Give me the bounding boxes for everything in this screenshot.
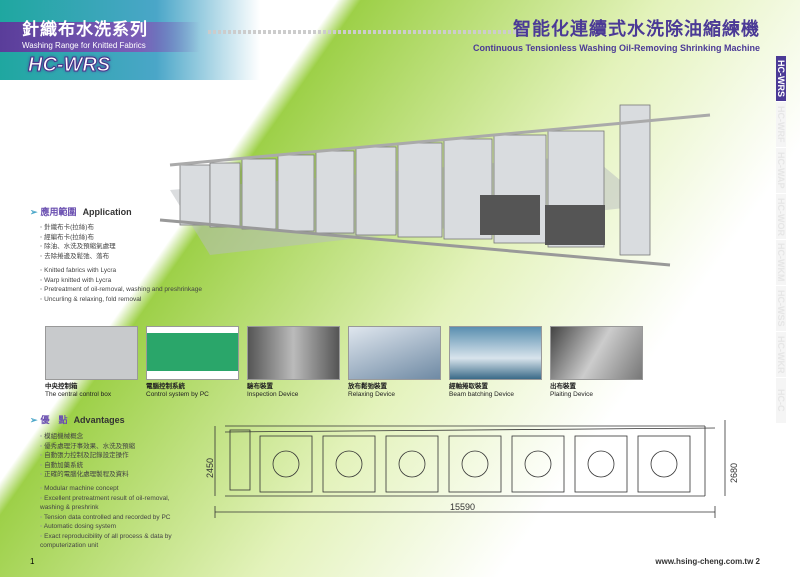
model-code: HC-WRS [27, 54, 111, 77]
list-item: Automatic dosing system [40, 522, 190, 532]
photo-caption-cn: 出布裝置 [550, 383, 576, 390]
list-item: Uncurling & relaxing, fold removal [40, 295, 202, 305]
side-tab[interactable]: HC-WSS [776, 286, 786, 332]
photo-caption-en: The central control box [45, 391, 112, 398]
dotted-divider [208, 30, 528, 34]
photo-image [45, 326, 138, 380]
page-number-left: 1 [30, 557, 35, 566]
photo-image [348, 326, 441, 380]
photo-image [146, 326, 239, 380]
photo-caption-en: Plaiting Device [550, 391, 593, 398]
list-item: 優秀處理汙事效果、水洗及預縮 [40, 442, 135, 452]
list-item: Modular machine concept [40, 484, 190, 494]
photo-caption-cn: 放布鬆弛裝置 [348, 383, 387, 390]
advantages-list-cn: 模組機械概念 優秀處理汙事效果、水洗及預縮 自動張力控制及記錄設定操作 自動加藥… [40, 432, 135, 480]
photo-caption-en: Beam batching Device [449, 391, 515, 398]
list-item: Exact reproducibility of all process & d… [40, 532, 190, 551]
photo-caption-cn: 驗布裝置 [247, 383, 273, 390]
list-item: Warp knitted with Lycra [40, 276, 202, 286]
side-tabs: HC-WRS HC-WRF HC-WAP HC-WOR HC-WKM HC-WS… [776, 56, 800, 424]
machine-title-en: Continuous Tensionless Washing Oil-Remov… [472, 43, 760, 53]
machine-drawing: 2450 2680 15590 [205, 420, 739, 518]
photo-caption-en: Inspection Device [247, 391, 299, 398]
photo-caption-en: Control system by PC [146, 391, 209, 398]
photo-caption-cn: 電腦控制系統 [146, 383, 185, 390]
list-item: Tension data controlled and recorded by … [40, 513, 190, 523]
photo-caption-cn: 經軸捲取裝置 [449, 383, 488, 390]
list-item: Pretreatment of oil-removal, washing and… [40, 285, 202, 295]
side-tab[interactable]: HC-WAP [776, 148, 786, 194]
list-item: 經編布卡(拉絲)布 [40, 233, 116, 243]
side-tab[interactable]: HC-WOR [776, 194, 786, 240]
side-tab[interactable]: HC-C [776, 378, 786, 424]
dimension-length: 15590 [450, 502, 475, 512]
footer-url: www.hsing-cheng.com.tw 2 [655, 557, 760, 566]
list-item: 自動加藥系統 [40, 461, 135, 471]
list-item: Excellent pretreatment result of oil-rem… [40, 494, 190, 513]
machine-title-cn: 智能化連續式水洗除油縮練機 [513, 19, 760, 39]
side-tab[interactable]: HC-WKM [776, 240, 786, 286]
list-item: Knitted fabrics with Lycra [40, 266, 202, 276]
application-list-cn: 針織布卡(拉絲)布 經編布卡(拉絲)布 除油、水洗及預縮氣處理 去除捲邊及鬆弛、… [40, 223, 116, 261]
photo-image [449, 326, 542, 380]
photo-image [550, 326, 643, 380]
list-item: 針織布卡(拉絲)布 [40, 223, 116, 233]
side-tab[interactable]: HC-WRS [776, 56, 786, 102]
dimension-height-right: 2680 [729, 463, 739, 483]
series-title-cn: 針織布水洗系列 [22, 20, 148, 39]
photo-image [247, 326, 340, 380]
list-item: 模組機械概念 [40, 432, 135, 442]
series-band [0, 22, 200, 52]
advantages-list-en: Modular machine concept Excellent pretre… [40, 484, 190, 551]
side-tab[interactable]: HC-WRF [776, 102, 786, 148]
series-title-en: Washing Range for Knitted Fabrics [22, 41, 146, 50]
photo-caption-en: Relaxing Device [348, 391, 395, 398]
application-list-en: Knitted fabrics with Lycra Warp knitted … [40, 266, 202, 304]
photo-caption-cn: 中央控制箱 [45, 383, 78, 390]
list-item: 正確的電腦化處理製程及資料 [40, 470, 135, 480]
dimension-height-left: 2450 [205, 458, 215, 478]
side-tab[interactable]: HC-WKR [776, 332, 786, 378]
machine-photo [159, 104, 711, 267]
list-item: 除油、水洗及預縮氣處理 [40, 242, 116, 252]
list-item: 去除捲邊及鬆弛、落布 [40, 252, 116, 262]
list-item: 自動張力控制及記錄設定操作 [40, 451, 135, 461]
